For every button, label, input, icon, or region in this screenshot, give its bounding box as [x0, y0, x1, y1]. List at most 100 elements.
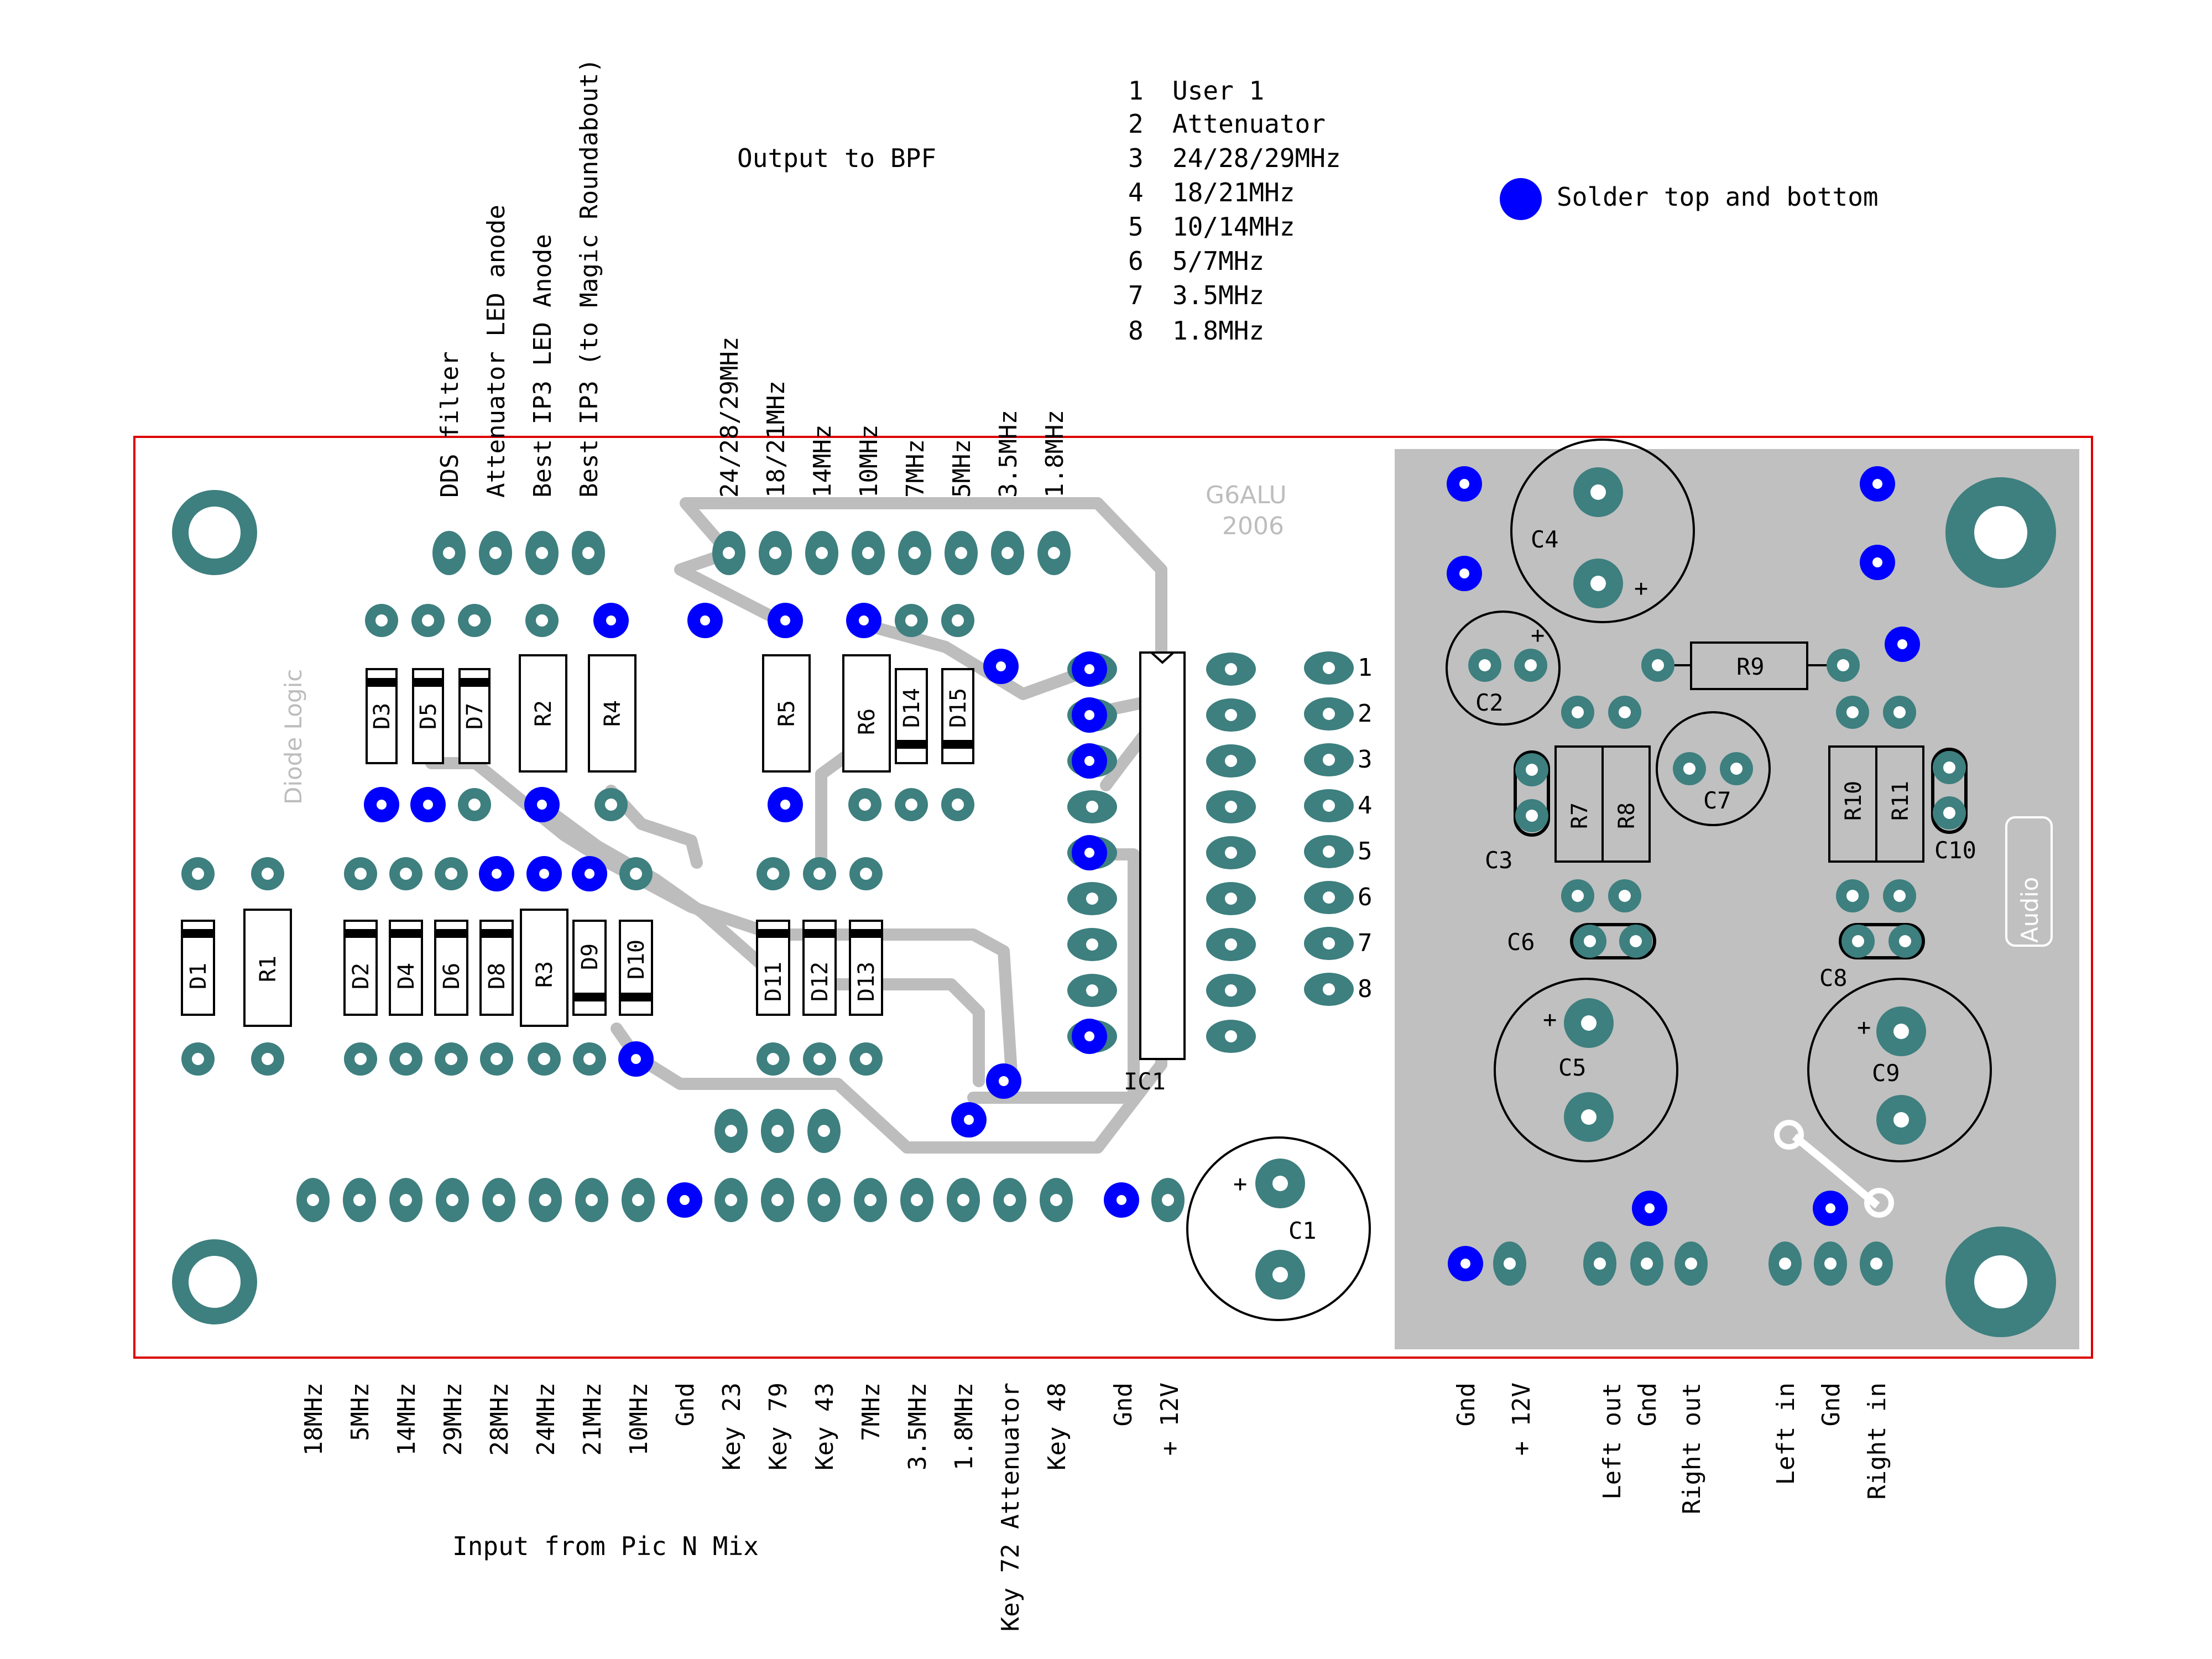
key-label: 10/14MHz — [1172, 212, 1295, 242]
designator: C3 — [1485, 847, 1513, 874]
plus-mark: + — [1634, 575, 1648, 602]
designator: D12 — [807, 962, 833, 1001]
key-number: 3 — [1128, 143, 1144, 173]
mounting-holes — [172, 477, 2056, 1337]
designator: R10 — [1841, 781, 1866, 821]
pin-label: 5MHz — [948, 439, 976, 498]
pin-label: 7MHz — [901, 439, 930, 498]
top-bpf-pin-labels: 24/28/29MHz 18/21MHz 14MHz 10MHz 7MHz 5M… — [716, 337, 1069, 498]
designator: D10 — [624, 940, 649, 979]
key-label: User 1 — [1172, 76, 1264, 106]
pin-label: 7MHz — [857, 1383, 885, 1441]
key-label: 5/7MHz — [1172, 246, 1264, 276]
designator: IC1 — [1124, 1068, 1166, 1095]
designator: D7 — [462, 703, 488, 729]
key-number: 1 — [1128, 76, 1144, 106]
pin-label: Left in — [1772, 1383, 1800, 1485]
header-number: 8 — [1358, 975, 1373, 1003]
designator: D1 — [186, 963, 211, 989]
pin-label: 24MHz — [532, 1383, 560, 1455]
designator: D2 — [348, 963, 374, 989]
pin-label: 14MHz — [808, 425, 837, 498]
designator: R4 — [600, 700, 625, 727]
designator: D6 — [439, 963, 465, 989]
designator: R9 — [1736, 653, 1765, 680]
designator: D15 — [946, 688, 971, 728]
designator: R3 — [532, 961, 557, 988]
designator: R2 — [531, 700, 556, 727]
key-label: 24/28/29MHz — [1172, 143, 1341, 173]
plus-mark: + — [1531, 622, 1545, 649]
key-number: 5 — [1128, 212, 1144, 242]
plus-mark: + — [1543, 1006, 1557, 1033]
ic1-right-pads — [1206, 653, 1256, 1053]
right-header-pads — [1304, 651, 1354, 1006]
designator: C1 — [1288, 1217, 1317, 1244]
pin-label: 3.5MHz — [994, 410, 1022, 498]
pin-label: Gnd — [1109, 1383, 1138, 1426]
component-labels-horizontal: IC1 C1 C2 C3 C4 C5 C6 C7 C8 C9 C10 R9 + … — [1124, 526, 1976, 1244]
designator: D3 — [369, 703, 395, 729]
pin-label: Best IP3 LED Anode — [529, 234, 557, 498]
top-left-pads — [432, 531, 605, 575]
mounting-hole — [172, 1239, 257, 1324]
key-label: Attenuator — [1172, 109, 1326, 139]
author-text: G6ALU — [1206, 481, 1287, 509]
pin-label: + 12V — [1507, 1383, 1536, 1455]
pin-label: 1.8MHz — [1041, 410, 1069, 498]
pin-label: Key 79 — [764, 1383, 792, 1470]
plus-mark: + — [1857, 1014, 1871, 1041]
audio-pin-labels: Gnd + 12V Left out Gnd Right out Left in… — [1452, 1383, 1891, 1514]
designator: R7 — [1567, 802, 1593, 829]
key-number: 2 — [1128, 109, 1144, 139]
pin-label: Right in — [1863, 1383, 1891, 1500]
pin-label: Gnd — [1817, 1383, 1845, 1426]
header-number: 6 — [1358, 883, 1373, 911]
component-bodies — [181, 654, 974, 1027]
pin-label: Key 43 — [811, 1383, 839, 1470]
pin-label: Best IP3 (to Magic Roundabout) — [575, 58, 603, 498]
pin-label: 3.5MHz — [904, 1383, 932, 1470]
board-outline — [133, 436, 2093, 1359]
pin-label: Gnd — [671, 1383, 700, 1426]
input-title: Input from Pic N Mix — [452, 1531, 759, 1561]
pin-label: Left out — [1598, 1383, 1626, 1500]
pin-label: 18MHz — [300, 1383, 328, 1455]
designator: C9 — [1872, 1060, 1900, 1087]
component-labels: D3 D5 D7 R2 R4 R5 R6 D14 D15 D1 R1 D2 D4… — [186, 688, 1913, 1001]
designator: R6 — [854, 708, 880, 735]
designator: C7 — [1703, 787, 1731, 814]
designator: R11 — [1888, 781, 1913, 821]
pin-label: 1.8MHz — [950, 1383, 978, 1470]
channel-key: 1 User 1 2 Attenuator 3 24/28/29MHz 4 18… — [1128, 76, 1341, 346]
ic1 — [1067, 651, 1256, 1060]
designator: R5 — [774, 700, 800, 727]
key-number: 4 — [1128, 178, 1144, 207]
designator: C2 — [1475, 689, 1504, 716]
key-number: 7 — [1128, 280, 1144, 310]
pin-label: 10MHz — [625, 1383, 653, 1455]
pin-label: Right out — [1678, 1383, 1706, 1514]
right-header-numbers: 1 2 3 4 5 6 7 8 — [1358, 654, 1373, 1003]
audio-section-area — [1395, 449, 2079, 1349]
header-number: 2 — [1358, 700, 1373, 728]
designator: C8 — [1819, 964, 1848, 992]
pin-label: Gnd — [1634, 1383, 1662, 1426]
pin-label: Key 72 Attenuator — [997, 1383, 1025, 1631]
header-number: 5 — [1358, 837, 1373, 865]
designator: D9 — [577, 943, 603, 970]
pin-label: Key 23 — [718, 1383, 746, 1470]
solder-legend-icon — [1500, 178, 1542, 220]
pin-label: 18/21MHz — [762, 380, 790, 498]
output-title: Output to BPF — [737, 143, 936, 173]
header-number: 1 — [1358, 654, 1373, 682]
bottom-pin-labels: 18MHz 5MHz 14MHz 29MHz 28MHz 24MHz 21MHz… — [300, 1383, 1184, 1631]
plus-mark: + — [1233, 1170, 1247, 1197]
bottom-connector-pads — [296, 1109, 1185, 1222]
top-bpf-pads — [712, 531, 1071, 575]
pin-label: + 12V — [1156, 1383, 1184, 1455]
pin-label: 28MHz — [486, 1383, 514, 1455]
pin-label: 5MHz — [346, 1383, 374, 1441]
header-number: 4 — [1358, 791, 1373, 820]
pin-label: Gnd — [1452, 1383, 1480, 1426]
